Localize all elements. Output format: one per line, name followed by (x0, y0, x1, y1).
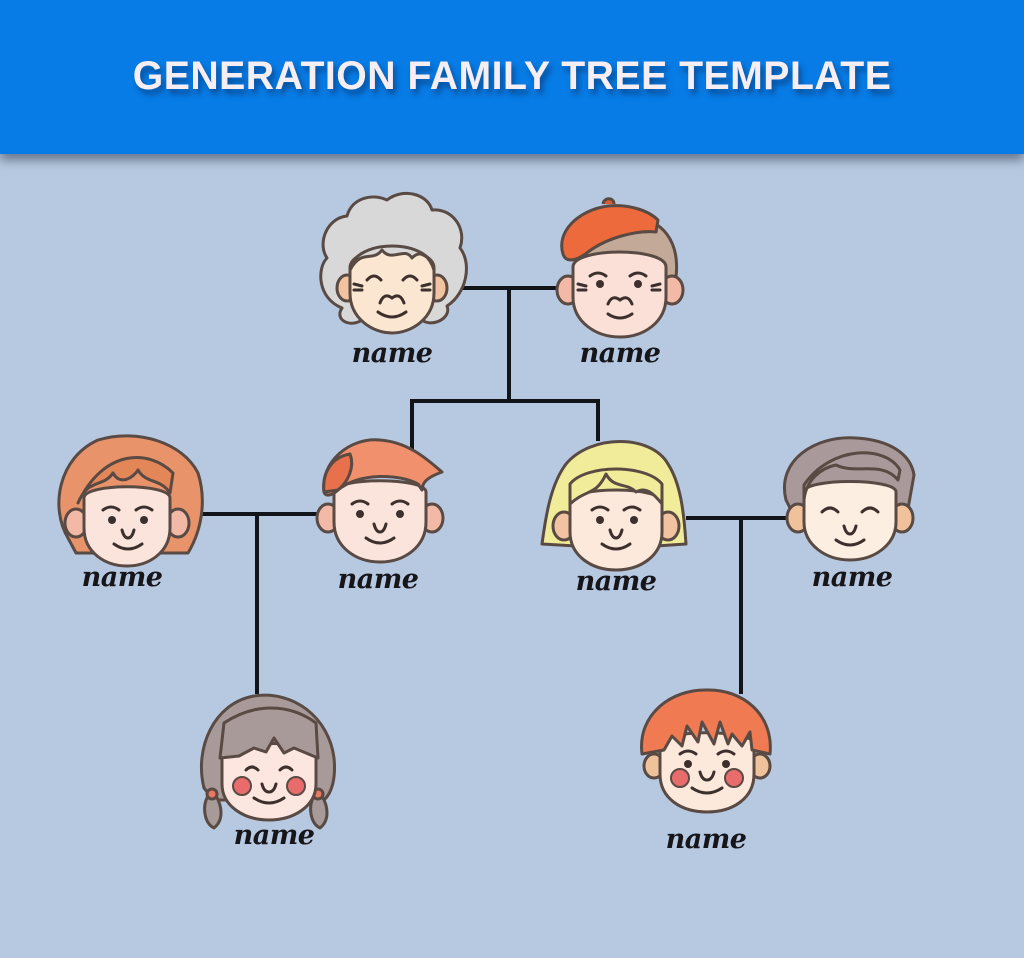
member-name-label[interactable]: name (337, 564, 419, 595)
grandfather-beret-face-icon (555, 197, 685, 339)
connector-son-drop (410, 399, 414, 451)
page-title: GENERATION FAMILY TREE TEMPLATE (132, 53, 892, 98)
grandmother-face-icon (319, 191, 468, 335)
connector-right-couple-vertical (739, 516, 743, 694)
member-grandfather[interactable]: name (548, 192, 708, 392)
woman-bob-face-icon (57, 434, 204, 568)
connector-right-couple-horizontal (686, 516, 790, 520)
member-son[interactable]: name (310, 432, 470, 632)
girl-pigtails-face-icon (199, 693, 336, 830)
connector-children-horizontal (410, 399, 600, 403)
member-name-label[interactable]: name (811, 562, 893, 593)
member-name-label[interactable]: name (575, 566, 657, 597)
connector-left-couple-vertical (255, 512, 259, 694)
member-spouse-left[interactable]: name (48, 428, 208, 628)
man-grey-hair-face-icon (783, 436, 916, 562)
man-red-hair-face-icon (315, 438, 445, 564)
member-spouse-right[interactable]: name (776, 430, 936, 630)
member-daughter[interactable]: name (536, 434, 696, 634)
connector-grandparents-vertical (507, 286, 511, 402)
member-granddaughter[interactable]: name (194, 688, 354, 888)
member-grandmother[interactable]: name (312, 188, 472, 388)
member-grandchild[interactable]: name (632, 684, 792, 884)
connector-grandparents-horizontal (462, 286, 566, 290)
connector-daughter-drop (596, 399, 600, 441)
member-name-label[interactable]: name (579, 338, 661, 369)
member-name-label[interactable]: name (665, 824, 747, 855)
header-banner: GENERATION FAMILY TREE TEMPLATE (0, 0, 1024, 154)
child-red-bangs-face-icon (640, 688, 772, 814)
member-name-label[interactable]: name (351, 338, 433, 369)
connector-left-couple-horizontal (200, 512, 322, 516)
member-name-label[interactable]: name (233, 820, 315, 851)
woman-blonde-face-icon (540, 440, 688, 572)
member-name-label[interactable]: name (81, 562, 163, 593)
